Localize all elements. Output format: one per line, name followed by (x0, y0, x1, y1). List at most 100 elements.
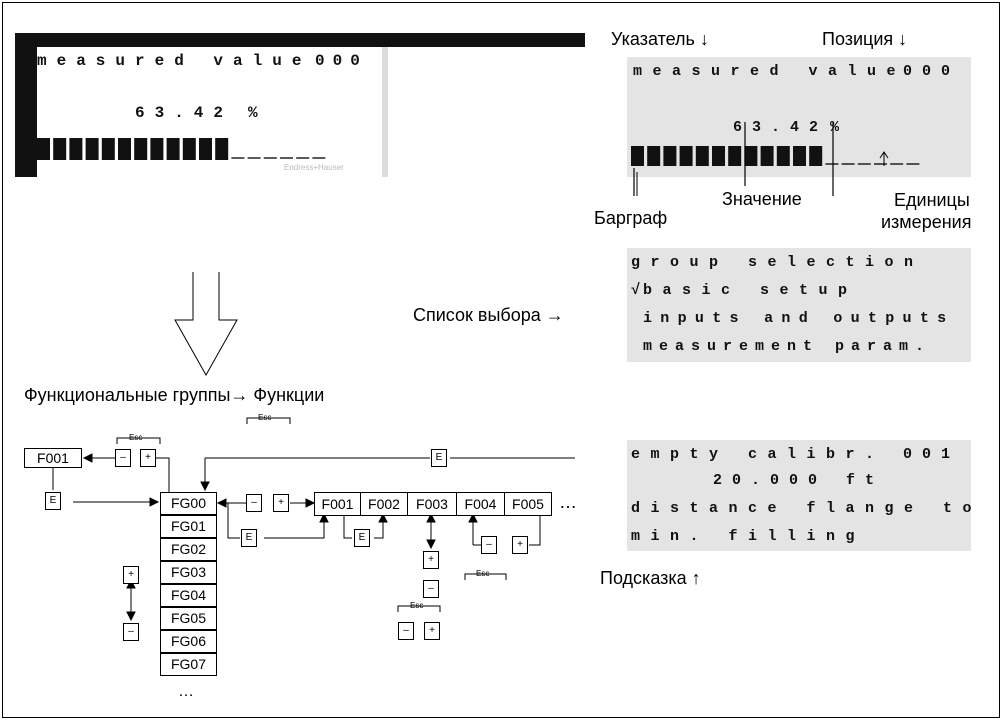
bar-segment-filled (166, 138, 180, 160)
lcd-group-selection: group selection √ basic setup inputs and… (627, 248, 971, 362)
lcd-function-hint-1: distance flange to (631, 500, 983, 517)
device-divider (382, 47, 388, 177)
plus-key-f003[interactable]: + (423, 551, 439, 569)
fg-item[interactable]: FG01 (160, 515, 217, 538)
bar-segment-filled (631, 146, 644, 166)
device-lcd: measured value 000 63.42 % Endress+Hause… (37, 47, 585, 177)
label-pointer: Указатель ↓ (611, 29, 709, 49)
bar-segment-filled (647, 146, 661, 166)
plus-key-1[interactable]: + (140, 449, 156, 467)
esc-label-3: Esc (410, 601, 424, 610)
lcd-main-bargraph (631, 146, 967, 168)
plus-key-4[interactable]: + (512, 536, 528, 554)
function-item[interactable]: F001 (314, 492, 361, 516)
label-selection-list: Список выбора → (413, 305, 564, 325)
bar-segment-filled (744, 146, 758, 166)
device-brand: Endress+Hauser (284, 163, 344, 172)
function-row-ellipsis: … (559, 492, 577, 512)
enter-key-top[interactable]: E (431, 449, 447, 467)
bar-segment-filled (712, 146, 725, 166)
fg-item[interactable]: FG05 (160, 607, 217, 630)
label-units-2: измерения (881, 212, 972, 232)
bar-segment-filled (760, 146, 774, 166)
device-lcd-label: measured value (37, 52, 312, 70)
enter-key-1[interactable]: E (45, 492, 61, 510)
lcd-function: empty calibr. 001 20.000 ft distance fla… (627, 440, 972, 551)
lcd-main-label: measured value (633, 63, 907, 80)
plus-key-3[interactable]: + (424, 622, 440, 640)
esc-label-1: Esc (129, 433, 143, 442)
label-hint: Подсказка ↑ (600, 568, 701, 588)
minus-key-1[interactable]: – (115, 449, 131, 467)
function-item[interactable]: F004 (456, 492, 505, 516)
fg-item[interactable]: FG02 (160, 538, 217, 561)
bar-segment-filled (809, 146, 823, 166)
label-value: Значение (722, 189, 802, 209)
minus-key-2[interactable]: – (246, 494, 262, 512)
bar-segment-filled (695, 146, 709, 166)
minus-key-f003[interactable]: – (423, 580, 439, 598)
device-lcd-value: 63.42 (135, 104, 234, 122)
label-position: Позиция ↓ (822, 29, 908, 49)
bar-segment-filled (37, 138, 50, 160)
function-item[interactable]: F005 (504, 492, 552, 516)
bar-segment-filled (85, 138, 99, 160)
lcd-function-label: empty calibr. (631, 446, 885, 463)
minus-key-3[interactable]: – (398, 622, 414, 640)
device-display: measured value 000 63.42 % Endress+Hause… (15, 33, 585, 177)
fg-item[interactable]: FG06 (160, 630, 217, 653)
esc-label-4: Esc (476, 569, 490, 578)
bar-segment-filled (134, 138, 148, 160)
bar-segment-filled (776, 146, 790, 166)
plus-key-2[interactable]: + (273, 494, 289, 512)
lcd-group-title: group selection (631, 254, 924, 271)
minus-key-fg[interactable]: – (123, 623, 139, 641)
bar-segment-filled (663, 146, 677, 166)
f001-left-box[interactable]: F001 (24, 448, 82, 468)
lcd-group-item-3: measurement param. (643, 338, 932, 355)
bar-segment-filled (215, 138, 229, 160)
minus-key-4[interactable]: – (481, 536, 497, 554)
esc-label-2: Esc (258, 413, 272, 422)
fg-list-ellipsis: … (178, 683, 194, 700)
lcd-main-value: 63.42 (733, 119, 829, 136)
lcd-main-unit: % (830, 119, 840, 136)
plus-key-fg[interactable]: + (123, 566, 139, 584)
bar-segment-filled (182, 138, 196, 160)
device-lcd-unit: % (248, 104, 258, 122)
enter-key-2[interactable]: E (241, 529, 257, 547)
device-lcd-position: 000 (315, 52, 368, 70)
bar-segment-filled (679, 146, 693, 166)
label-bargraph: Барграф (594, 208, 668, 228)
lcd-function-position: 001 (903, 446, 961, 463)
bar-segment-filled (199, 138, 212, 160)
function-item[interactable]: F003 (407, 492, 457, 516)
function-item[interactable]: F002 (360, 492, 408, 516)
lcd-main: measured value 000 63.42 % (627, 57, 971, 177)
bar-segment-filled (793, 146, 806, 166)
bar-segment-filled (101, 138, 115, 160)
bar-segment-filled (69, 138, 83, 160)
fg-item[interactable]: FG03 (160, 561, 217, 584)
bar-segment-filled (150, 138, 164, 160)
lcd-function-value: 20.000 ft (713, 472, 885, 489)
fg-item[interactable]: FG00 (160, 492, 217, 515)
bar-segment-filled (118, 138, 131, 160)
device-bargraph (37, 138, 382, 162)
lcd-function-hint-2: min. filling (631, 528, 866, 545)
fg-item[interactable]: FG04 (160, 584, 217, 607)
lcd-main-position: 000 (903, 63, 961, 80)
lcd-group-item-2: inputs and outputs (643, 310, 955, 327)
lcd-group-item-1: basic setup (643, 282, 858, 299)
enter-key-3[interactable]: E (354, 529, 370, 547)
lcd-group-check: √ (631, 282, 641, 299)
label-units-1: Единицы (894, 190, 970, 210)
label-groups-functions: Функциональные группы→ Функции (24, 385, 325, 405)
bar-segment-filled (728, 146, 742, 166)
bar-segment-filled (53, 138, 67, 160)
fg-item[interactable]: FG07 (160, 653, 217, 676)
